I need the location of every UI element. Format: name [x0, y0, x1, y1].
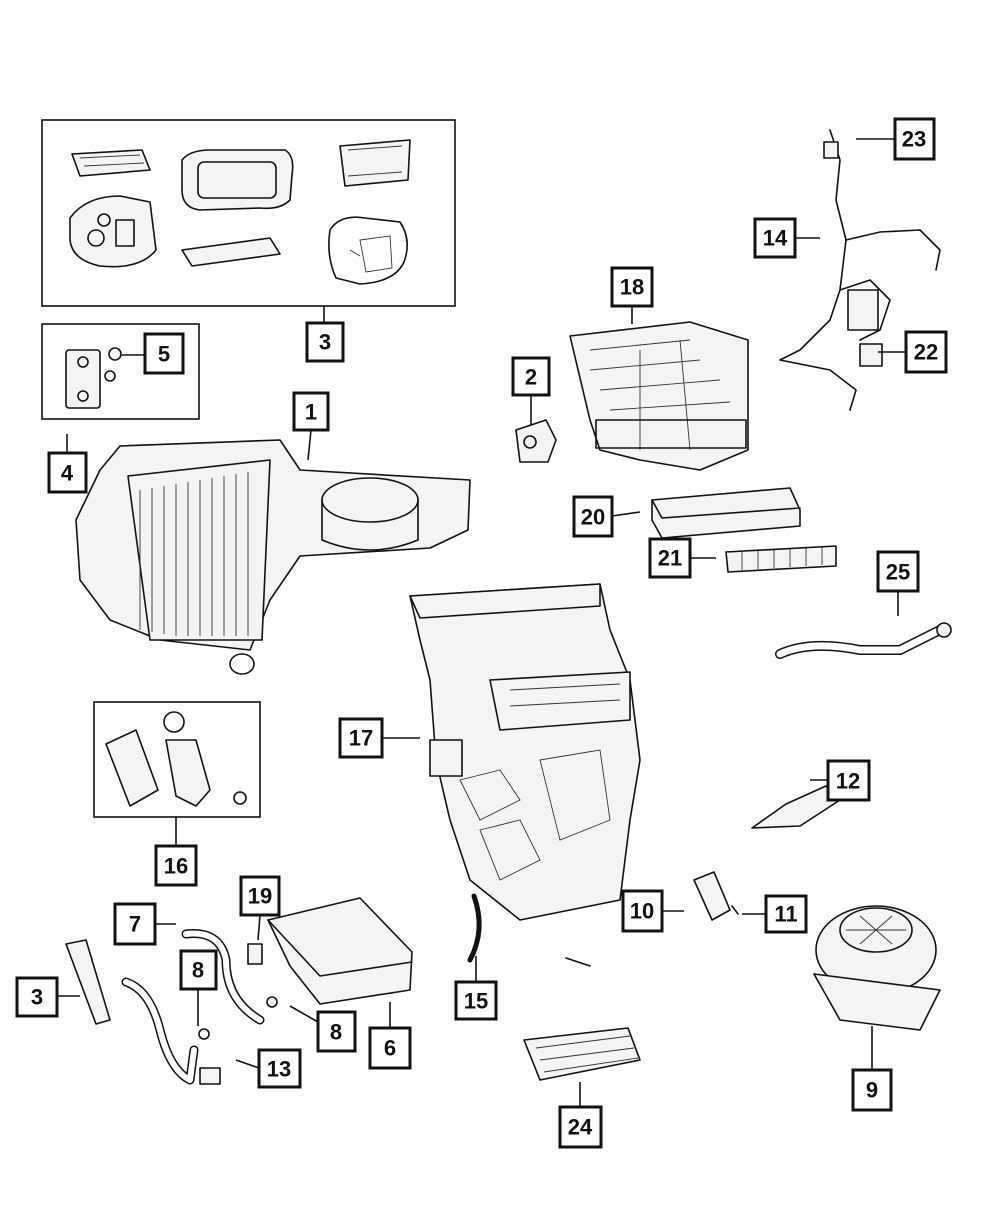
callout-3-heater-seal[interactable]: 3 [15, 976, 59, 1018]
heater-hoses [121, 929, 278, 1085]
filter-door [725, 545, 837, 573]
drain-tube [467, 893, 591, 967]
callout-18-label: 18 [620, 275, 644, 300]
callout-20-label: 20 [581, 505, 605, 530]
callout-21[interactable]: 21 [648, 537, 692, 579]
actuator-kit-frame [93, 701, 261, 818]
callout-1-label: 1 [305, 400, 317, 425]
callout-12[interactable]: 12 [826, 759, 871, 802]
actuator-kit-parts [105, 711, 247, 807]
blower-motor [813, 905, 941, 1031]
floor-duct [523, 1027, 641, 1081]
heater-core-seal [65, 939, 111, 1025]
callout-5-label: 5 [158, 342, 170, 367]
callout-13-label: 13 [267, 1057, 291, 1082]
hvac-housing-assembly [75, 439, 471, 675]
leader-lines [57, 138, 906, 1107]
callout-4[interactable]: 4 [47, 451, 88, 494]
callout-8-left[interactable]: 8 [179, 949, 218, 991]
callout-20[interactable]: 20 [572, 495, 614, 538]
callout-23-label: 23 [902, 127, 926, 152]
callout-24-label: 24 [568, 1115, 593, 1140]
seal-kit-frame [41, 119, 456, 307]
callout-22[interactable]: 22 [904, 330, 948, 374]
callout-4-label: 4 [61, 461, 74, 486]
temperature-sensor [247, 943, 263, 965]
callout-17[interactable]: 17 [338, 717, 384, 759]
callout-5[interactable]: 5 [143, 332, 185, 375]
blower-motor-resistor [693, 871, 739, 921]
callout-16[interactable]: 16 [154, 844, 198, 887]
callout-8-right-label: 8 [330, 1020, 342, 1045]
callout-16-label: 16 [164, 854, 188, 879]
callout-18[interactable]: 18 [610, 266, 654, 308]
callout-17-label: 17 [349, 726, 373, 751]
callout-24[interactable]: 24 [558, 1105, 603, 1149]
callout-11[interactable]: 11 [764, 894, 808, 934]
callout-6[interactable]: 6 [368, 1026, 412, 1070]
callout-10-label: 10 [630, 899, 654, 924]
callout-8-right[interactable]: 8 [316, 1010, 357, 1053]
callout-9[interactable]: 9 [851, 1068, 893, 1112]
callout-7-label: 7 [129, 912, 141, 937]
cabin-air-filter [651, 487, 801, 539]
callout-6-label: 6 [384, 1036, 396, 1061]
drain-hose [775, 622, 952, 659]
hvac-module [409, 583, 641, 921]
callout-15[interactable]: 15 [454, 980, 498, 1021]
callout-13[interactable]: 13 [257, 1048, 302, 1089]
callout-19[interactable]: 19 [239, 875, 281, 917]
callout-3-heater-seal-label: 3 [31, 985, 43, 1010]
callout-1[interactable]: 1 [292, 391, 330, 432]
callout-3-seal-kit-label: 3 [319, 330, 331, 355]
callout-11-label: 11 [774, 902, 797, 927]
heater-core [267, 897, 413, 1005]
callout-25-label: 25 [886, 560, 910, 585]
callout-10[interactable]: 10 [621, 889, 664, 933]
seal-kit-parts [69, 139, 411, 285]
callout-12-label: 12 [836, 769, 860, 794]
blend-door-actuator [515, 419, 557, 463]
callout-7[interactable]: 7 [113, 902, 157, 946]
callout-3-seal-kit[interactable]: 3 [305, 321, 345, 363]
callout-21-label: 21 [658, 546, 682, 571]
callout-14[interactable]: 14 [753, 217, 797, 259]
callout-23[interactable]: 23 [893, 117, 936, 161]
expansion-valve-kit-frame [41, 323, 200, 420]
callout-2-label: 2 [525, 365, 537, 390]
callout-22-label: 22 [914, 340, 938, 365]
callout-2[interactable]: 2 [511, 356, 551, 397]
blower-housing [569, 321, 749, 471]
callout-15-label: 15 [464, 989, 488, 1014]
expansion-valve-parts [65, 347, 122, 409]
callout-14-label: 14 [763, 226, 788, 251]
wiring-harness [779, 129, 941, 411]
callout-25[interactable]: 25 [876, 550, 920, 593]
callout-19-label: 19 [248, 884, 272, 909]
callout-9-label: 9 [866, 1078, 878, 1103]
callout-8-left-label: 8 [192, 958, 204, 983]
